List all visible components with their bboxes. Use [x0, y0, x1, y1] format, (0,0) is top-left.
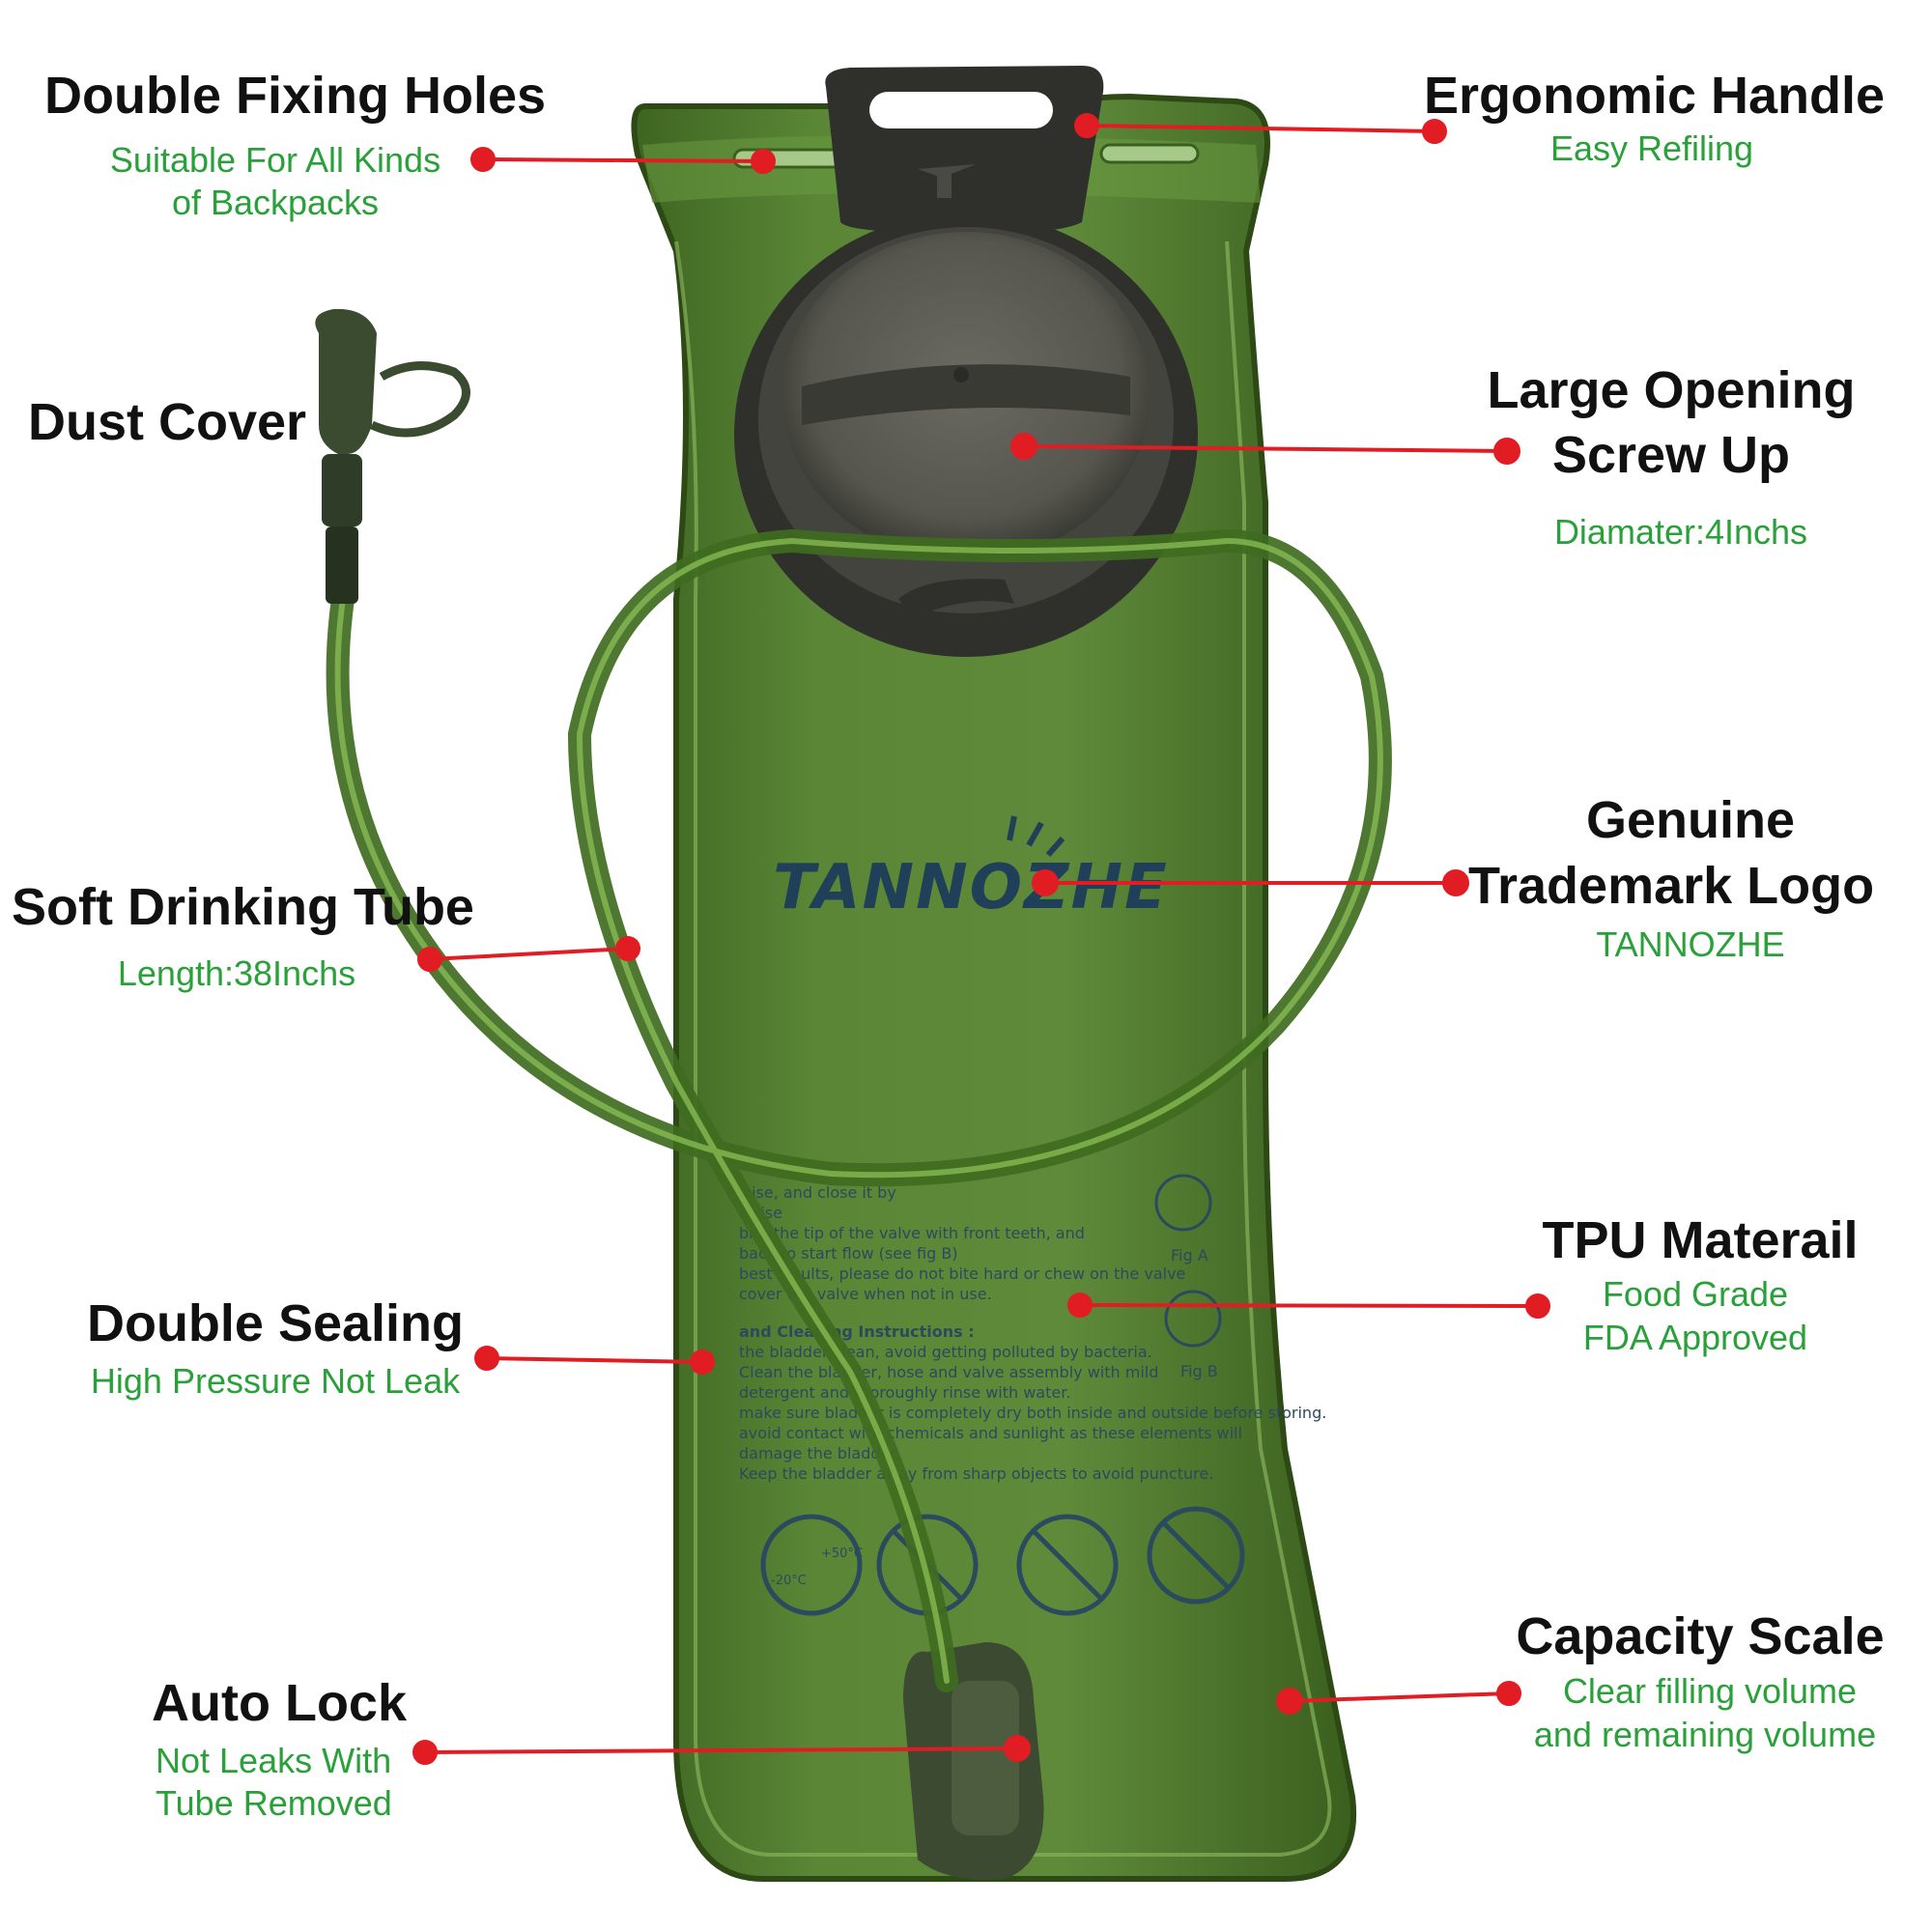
callout-dot-tube-label [417, 947, 442, 972]
callout-dot-tpu-label [1525, 1293, 1550, 1319]
callout-title-dust-cover: Dust Cover [28, 393, 307, 451]
callout-sub-capacity-1: Clear filling volume [1562, 1671, 1858, 1711]
callout-sub-auto-lock-2: Tube Removed [156, 1783, 392, 1823]
callout-dot-auto-lock-label [412, 1740, 438, 1765]
handle-grip-hole [869, 92, 1053, 128]
callout-dot-opening-target [1010, 433, 1037, 460]
callout-dot-tube-target [615, 936, 640, 961]
instruction-line: wise, and close it by [739, 1183, 896, 1202]
brand-sun-icon [1007, 815, 1065, 857]
bite-valve [315, 308, 377, 454]
instruction-line: bite the tip of the valve with front tee… [739, 1224, 1085, 1242]
handle-clip-icon [918, 164, 976, 198]
callout-title-opening-1: Large Opening [1487, 361, 1856, 419]
callout-title-tpu: TPU Materail [1542, 1211, 1859, 1269]
instruction-line: Keep the bladder away from sharp objects… [739, 1464, 1213, 1483]
fig-a-label: Fig A [1171, 1246, 1208, 1264]
instruction-line: best results, please do not bite hard or… [739, 1264, 1185, 1283]
temp-high-label: +50°C [821, 1547, 863, 1561]
callout-sub-tube-1: Length:38Inchs [117, 953, 356, 993]
callout-title-tube: Soft Drinking Tube [12, 878, 474, 936]
callout-dot-handle-target [1074, 113, 1099, 138]
instruction-line: make sure bladder is completely dry both… [739, 1404, 1326, 1422]
callout-dot-fixing-holes-label [470, 147, 496, 172]
bite-valve-collar [322, 454, 362, 526]
callout-dot-auto-lock-target [1004, 1735, 1031, 1762]
callout-title-capacity: Capacity Scale [1516, 1607, 1885, 1665]
callout-title-fixing-holes: Double Fixing Holes [44, 67, 547, 125]
fixing-hole-right [1099, 143, 1200, 164]
instruction-line: detergent and thoroughly rinse with wate… [739, 1383, 1070, 1402]
callout-sub-opening-1: Diamater:4Inchs [1553, 512, 1808, 552]
fig-b-icon [1164, 1290, 1222, 1348]
temperature-icon [760, 1514, 863, 1616]
cap-strap-clip [898, 579, 1014, 618]
callout-title-logo-2: Trademark Logo [1468, 857, 1875, 915]
callout-sub-sealing-1: High Pressure Not Leak [90, 1361, 461, 1401]
instruction-line: back to start flow (see fig B) [739, 1244, 958, 1263]
dust-cover-strap [370, 361, 470, 438]
brand-logo-text: TANNOZHE [773, 852, 1168, 923]
bladder-seal-edge [674, 241, 1332, 1857]
callout-dot-logo-label [1442, 869, 1469, 896]
callout-sub-handle-1: Easy Refiling [1549, 128, 1754, 168]
no-chemicals-slash [1032, 1529, 1103, 1601]
callout-dot-handle-label [1422, 119, 1447, 144]
callout-title-auto-lock: Auto Lock [152, 1674, 407, 1732]
no-chemicals-icon [1016, 1514, 1119, 1616]
callout-dot-sealing-label [474, 1346, 499, 1371]
no-milk-icon [1147, 1506, 1245, 1605]
callout-sub-tpu-1: Food Grade [1602, 1274, 1789, 1314]
callout-dot-capacity-target [1276, 1688, 1303, 1715]
callout-dot-opening-label [1493, 438, 1520, 465]
callout-sub-capacity-2: and remaining volume [1533, 1715, 1877, 1754]
callout-sub-tpu-2: FDA Approved [1582, 1318, 1808, 1357]
callout-dot-fixing-holes-target [751, 149, 776, 174]
auto-lock-body [952, 1681, 1019, 1835]
cap-grip-bar [802, 364, 1130, 425]
callout-dot-logo-target [1032, 869, 1059, 896]
no-milk-slash [1162, 1521, 1230, 1589]
brand-logo-group: TANNOZHE [773, 815, 1168, 923]
callout-title-handle: Ergonomic Handle [1424, 67, 1886, 125]
instruction-line: and Cleaning Instructions : [739, 1322, 975, 1341]
drinking-tube-highlight [334, 537, 1383, 1684]
callout-dot-sealing-target [690, 1350, 715, 1375]
callout-dot-capacity-label [1496, 1681, 1521, 1706]
callout-title-sealing: Double Sealing [86, 1294, 465, 1352]
callout-sub-fixing-holes-2: of Backpacks [171, 183, 380, 222]
callout-sub-logo-1: TANNOZHE [1596, 924, 1785, 964]
callout-dot-tpu-target [1067, 1293, 1093, 1318]
temp-low-label: -20°C [771, 1574, 807, 1588]
warning-icons-row: +50°C -20°C [760, 1506, 1245, 1616]
bite-valve-base [326, 526, 358, 604]
cap-dot [953, 367, 969, 383]
fig-a-icon [1154, 1174, 1212, 1232]
callout-title-opening-2: Screw Up [1551, 426, 1791, 484]
callout-sub-auto-lock-1: Not Leaks With [156, 1741, 392, 1780]
instruction-line: damage the bladder. [739, 1444, 900, 1463]
callout-sub-fixing-holes-1: Suitable For All Kinds [109, 140, 441, 180]
fig-b-label: Fig B [1180, 1362, 1218, 1380]
callout-title-logo-1: Genuine [1585, 791, 1796, 849]
